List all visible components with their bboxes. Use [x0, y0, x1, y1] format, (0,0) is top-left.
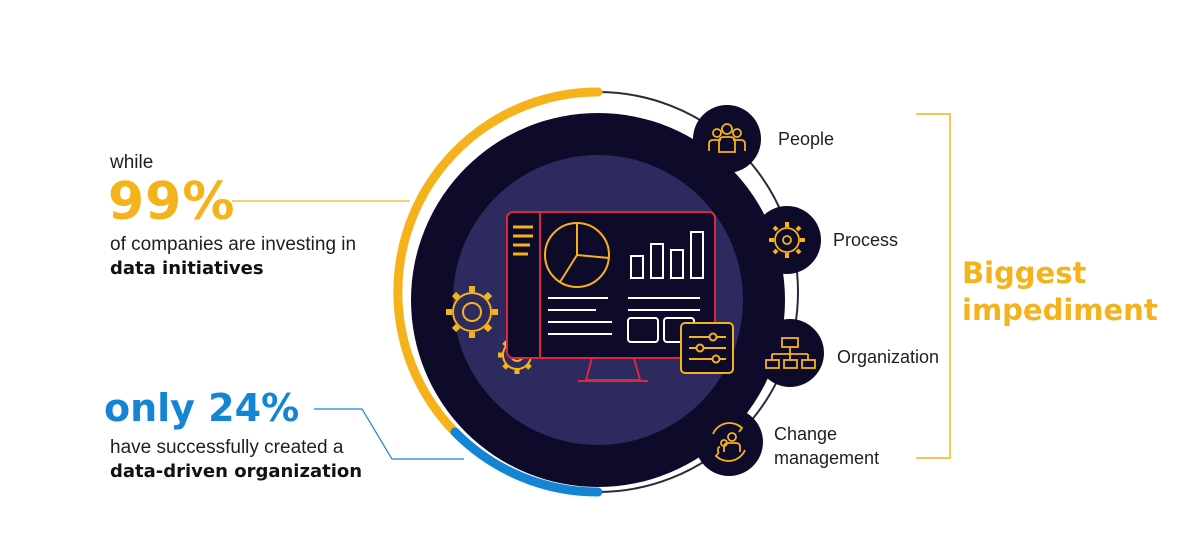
stat-99-desc: of companies are investing in [110, 234, 357, 255]
impediment-bracket [916, 113, 951, 459]
people-label: People [778, 129, 835, 149]
people-badge [693, 105, 761, 173]
stat-99-desc-bold: data initiatives [110, 258, 264, 279]
organization-badge [756, 319, 824, 387]
change-label-line2: management [774, 448, 880, 468]
people-icon [708, 123, 746, 153]
yellow-progress-arc [393, 87, 603, 437]
org-chart-icon [765, 337, 816, 369]
process-label: Process [833, 230, 899, 250]
gear-process-icon [769, 222, 805, 258]
process-badge [753, 206, 821, 274]
blue-progress-arc [450, 427, 603, 497]
impediment-heading-line2: impediment [962, 293, 1158, 327]
stat-24-desc-bold: data-driven organization [110, 461, 363, 482]
stat-24-desc: have successfully created a [110, 437, 344, 458]
change-label-line1: Change [774, 424, 838, 444]
intro-text: while [110, 152, 154, 173]
change-badge [695, 408, 763, 476]
blue-connector-line [314, 408, 464, 460]
monitor-icon [506, 211, 716, 382]
organization-label: Organization [837, 347, 940, 367]
large-gear-icon [446, 286, 498, 338]
change-management-icon [712, 422, 746, 462]
stat-24: only 24% [104, 386, 300, 430]
sliders-icon [680, 322, 734, 374]
impediment-heading-line1: Biggest [962, 256, 1087, 290]
stat-99: 99% [108, 172, 236, 232]
